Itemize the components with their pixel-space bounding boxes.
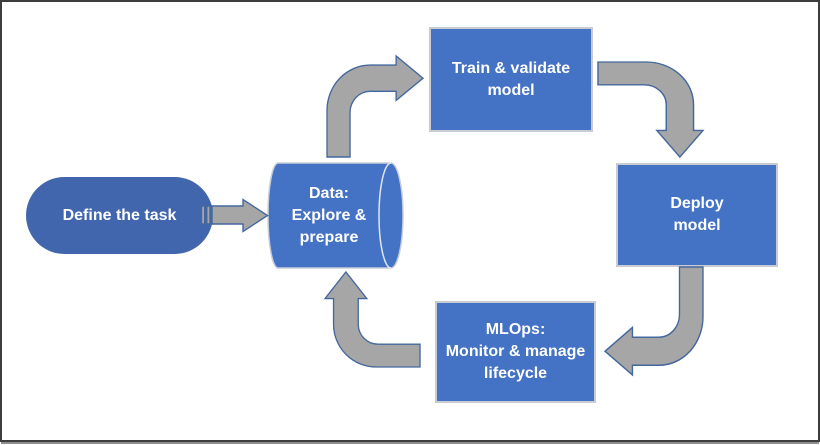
node-mlops-label-line2: Monitor & manage xyxy=(445,343,586,360)
node-define-task-label: Define the task xyxy=(62,206,177,224)
node-deploy-label-line1: Deploy xyxy=(670,195,724,212)
node-mlops-label-line3: lifecycle xyxy=(483,365,548,382)
node-mlops: MLOps: Monitor & manage lifecycle xyxy=(435,301,596,403)
arrow-train-to-deploy xyxy=(597,61,704,158)
node-train-validate-model: Train & validate model xyxy=(429,27,593,132)
node-define-task: Define the task xyxy=(26,177,213,254)
node-deploy-model: Deploy model xyxy=(616,163,778,267)
arrow-data-to-train xyxy=(326,55,424,158)
node-mlops-label-line1: MLOps: xyxy=(485,321,546,338)
node-data-label-line3: prepare xyxy=(299,228,359,246)
node-data-label: Data: Explore & prepare xyxy=(266,163,392,268)
arrow-define-to-data-body xyxy=(211,198,269,233)
node-data-label-line2: Explore & xyxy=(291,206,367,224)
node-train-label-line2: model xyxy=(487,81,535,99)
arrow-mlops-to-data xyxy=(324,271,421,368)
node-deploy-label-line2: model xyxy=(673,217,721,234)
arrow-deploy-to-mlops xyxy=(604,266,704,376)
node-data-label-line1: Data: xyxy=(308,184,349,202)
node-train-label-line1: Train & validate xyxy=(451,59,571,77)
